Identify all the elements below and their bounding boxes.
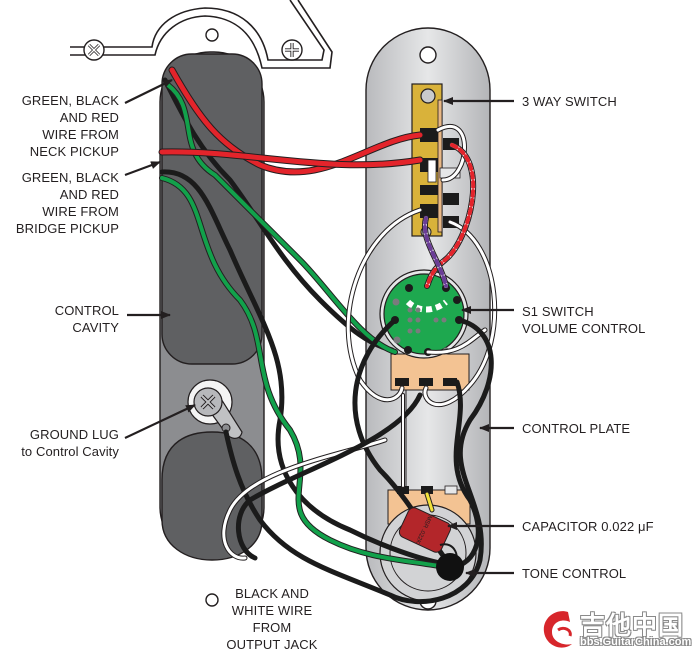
label-neck-pickup: GREEN, BLACK AND RED WIRE FROM NECK PICK… (0, 92, 119, 160)
label-ground-lug: GROUND LUG to Control Cavity (0, 426, 119, 460)
capacitor: MSR .022K (398, 507, 458, 566)
label-line: OUTPUT JACK (226, 637, 318, 652)
label-line: GREEN, BLACK (21, 170, 119, 185)
wires (158, 66, 498, 604)
label-line: WIRE FROM (42, 127, 119, 142)
arrow-ground-lug (124, 404, 196, 439)
s1-volume-pot (379, 269, 470, 391)
callout-arrows (124, 79, 514, 577)
label-line: BLACK AND (235, 586, 309, 601)
label-line: GROUND LUG (29, 427, 119, 442)
label-line: 3 WAY SWITCH (522, 94, 617, 109)
label-bridge-pickup: GREEN, BLACK AND RED WIRE FROM BRIDGE PI… (0, 169, 119, 237)
screw-icon (281, 39, 303, 61)
label-line: BRIDGE PICKUP (15, 221, 119, 236)
screw-icon (83, 39, 105, 61)
watermark-chinese-text: 吉他中国 (580, 612, 685, 640)
label-control-plate: CONTROL PLATE (522, 420, 630, 437)
label-line: FROM (252, 620, 292, 635)
watermark-url: bbs.GuitarChina.com (580, 636, 692, 648)
label-s1-switch: S1 SWITCH VOLUME CONTROL (522, 303, 645, 337)
label-line: TONE CONTROL (522, 566, 627, 581)
label-line: GREEN, BLACK (21, 93, 119, 108)
ground-lug (187, 379, 243, 439)
label-tone-control: TONE CONTROL (522, 565, 626, 582)
label-line: CAVITY (72, 320, 119, 335)
label-line: to Control Cavity (21, 444, 119, 459)
label-line: NECK PICKUP (29, 144, 119, 159)
label-line: CAPACITOR 0.022 μF (522, 519, 654, 534)
label-line: CONTROL (54, 303, 119, 318)
arrow-neck (124, 79, 173, 104)
label-line: WHITE WIRE (231, 603, 313, 618)
plate-screw-hole (419, 46, 437, 64)
watermark: 吉他中国 bbs.GuitarChina.com (538, 604, 692, 656)
body-outline (70, 0, 333, 69)
label-line: S1 SWITCH (522, 304, 594, 319)
label-output-jack: BLACK AND WHITE WIRE FROM OUTPUT JACK (212, 585, 332, 653)
label-line: WIRE FROM (42, 204, 119, 219)
mount-hole (205, 28, 219, 42)
label-control-cavity: CONTROL CAVITY (0, 302, 119, 336)
dragon-logo-icon (543, 611, 572, 648)
label-line: VOLUME CONTROL (522, 321, 646, 336)
solder-joint (436, 553, 464, 581)
mount-hole (205, 593, 219, 607)
label-line: AND RED (59, 187, 119, 202)
label-line: AND RED (59, 110, 119, 125)
label-capacitor: CAPACITOR 0.022 μF (522, 518, 654, 535)
label-three-way-switch: 3 WAY SWITCH (522, 93, 617, 110)
label-line: CONTROL PLATE (522, 421, 631, 436)
arrow-bridge (124, 160, 161, 177)
